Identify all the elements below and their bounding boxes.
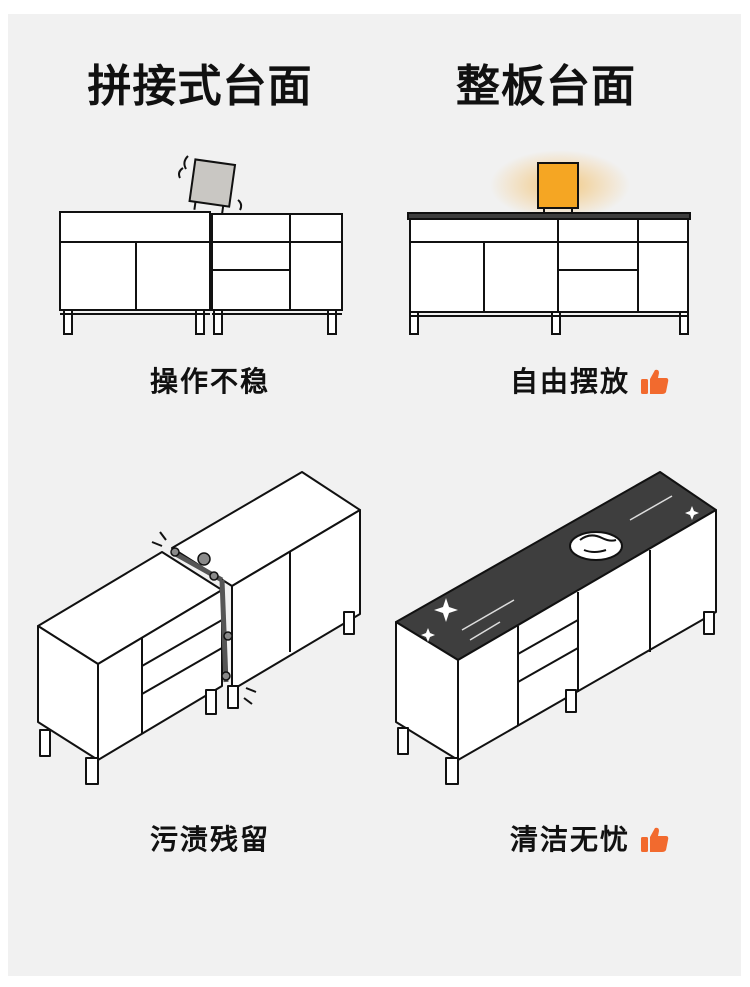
caption-text: 清洁无忧 bbox=[509, 823, 630, 856]
spliced-cabinet-iso bbox=[37, 471, 361, 785]
heading-single-slab-countertop: 整板台面 bbox=[456, 61, 636, 112]
motion-lines-icon bbox=[178, 155, 243, 211]
dirt-in-seam bbox=[170, 547, 233, 683]
caption-text: 污渍残留 bbox=[149, 823, 270, 856]
thumbs-up-icon bbox=[641, 827, 669, 852]
thumbs-up-icon bbox=[641, 369, 669, 394]
caption-free-placement: 自由摆放 bbox=[440, 360, 740, 400]
caption-text: 自由摆放 bbox=[509, 365, 630, 398]
wobbling-appliance bbox=[188, 158, 237, 214]
motion-lines-icon bbox=[151, 531, 257, 705]
caption-unstable: 操作不稳 bbox=[60, 360, 360, 400]
caption-text: 操作不稳 bbox=[149, 365, 270, 398]
shine-lines bbox=[461, 495, 673, 641]
heading-spliced-countertop: 拼接式台面 bbox=[87, 61, 313, 112]
sparkle-icon bbox=[421, 506, 699, 642]
caption-stains-remain: 污渍残留 bbox=[60, 818, 360, 858]
spliced-cabinet-front bbox=[59, 211, 343, 335]
single-slab-cabinet-front bbox=[407, 212, 691, 335]
wiping-hand-icon bbox=[569, 531, 623, 561]
single-slab-cabinet-iso bbox=[395, 471, 717, 785]
stable-appliance bbox=[537, 162, 579, 214]
caption-easy-clean: 清洁无忧 bbox=[440, 818, 740, 858]
